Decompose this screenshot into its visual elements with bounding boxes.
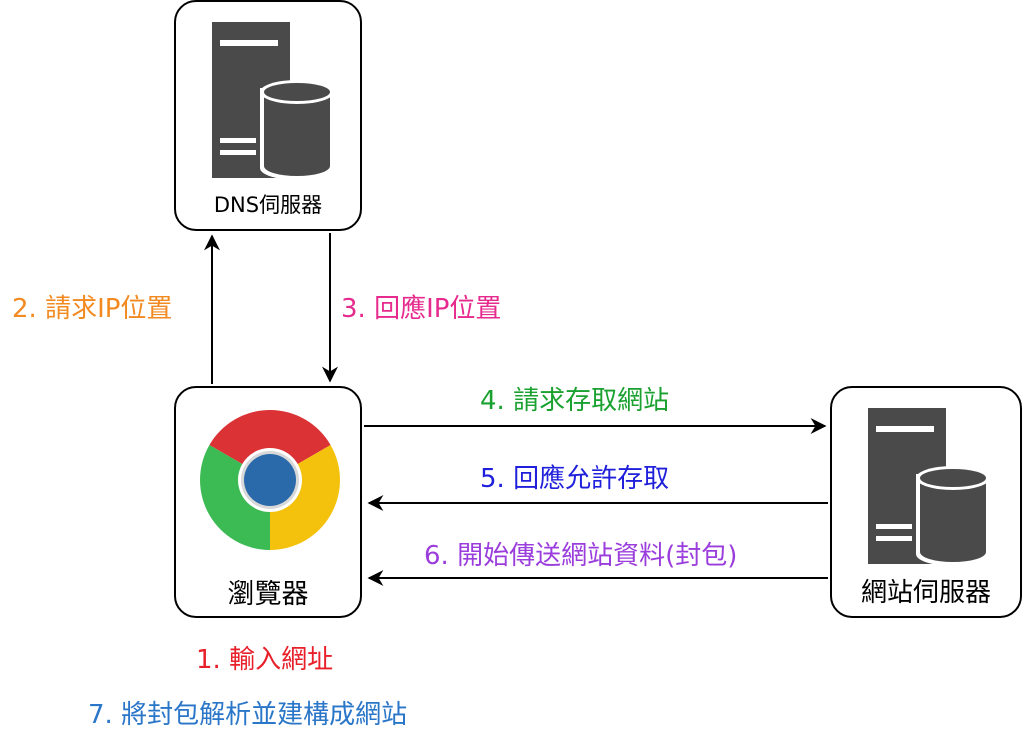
server-database-icon <box>212 22 338 180</box>
web-server-label: 網站伺服器 <box>860 578 991 608</box>
web-server-node: 網站伺服器 <box>830 386 1022 618</box>
step-5-allow-access: 5. 回應允許存取 <box>480 464 670 494</box>
step-3-reply-ip: 3. 回應IP位置 <box>341 294 502 324</box>
step-7-build-site: 7. 將封包解析並建構成網站 <box>88 700 408 730</box>
step-4-request-site: 4. 請求存取網站 <box>480 386 670 416</box>
chrome-browser-icon <box>196 406 344 554</box>
server-database-icon <box>868 408 994 566</box>
browser-node: 瀏覽器 <box>174 386 362 618</box>
step-2-request-ip: 2. 請求IP位置 <box>12 294 173 324</box>
browser-label: 瀏覽器 <box>227 579 309 610</box>
dns-server-label: DNS伺服器 <box>213 193 323 217</box>
step-1-enter-url: 1. 輸入網址 <box>196 645 334 675</box>
dns-server-node: DNS伺服器 <box>174 0 362 231</box>
step-6-send-data: 6. 開始傳送網站資料(封包) <box>424 541 738 571</box>
